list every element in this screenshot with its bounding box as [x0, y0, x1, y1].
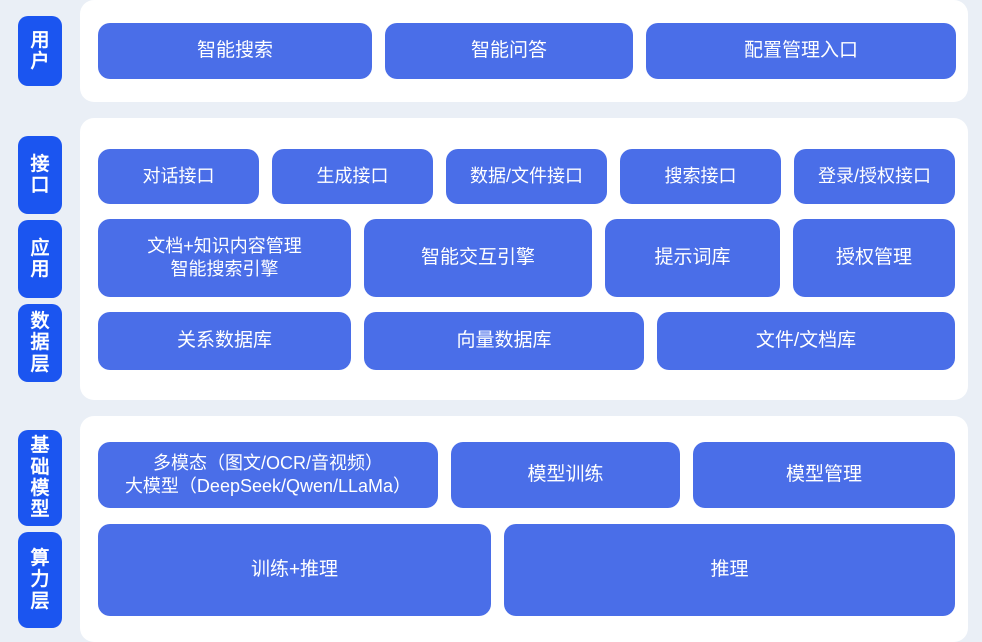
- band-middle: 接口 应用 数据层 对话接口 生成接口 数据/文件接口 搜索接口 登录/授权接口…: [0, 118, 982, 400]
- label-char: 力: [30, 569, 50, 591]
- band-middle-labels: 接口 应用 数据层: [18, 118, 62, 400]
- row-compute: 训练+推理 推理: [98, 524, 955, 616]
- layer-label-compute[interactable]: 算力层: [18, 532, 62, 628]
- label-char: 型: [30, 499, 50, 521]
- label-char: 接: [30, 153, 50, 175]
- label-char: 层: [30, 590, 50, 612]
- layer-label-data[interactable]: 数据层: [18, 304, 62, 382]
- row-user-entries: 智能搜索 智能问答 配置管理入口: [98, 23, 956, 79]
- box-vector-database[interactable]: 向量数据库: [364, 311, 644, 370]
- layer-label-interface[interactable]: 接口: [18, 136, 62, 214]
- layer-label-user[interactable]: 用户: [18, 16, 62, 86]
- band-user-rows: 智能搜索 智能问答 配置管理入口: [98, 0, 956, 102]
- box-file-document-store[interactable]: 文件/文档库: [657, 311, 955, 370]
- label-char: 用: [30, 259, 50, 280]
- band-base-labels: 基础模型 算力层: [18, 416, 62, 642]
- label-char: 模: [30, 478, 50, 499]
- box-intelligent-search[interactable]: 智能搜索: [98, 23, 372, 79]
- label-char: 层: [30, 353, 50, 375]
- band-base: 基础模型 算力层 多模态（图文/OCR/音视频） 大模型（DeepSeek/Qw…: [0, 416, 982, 642]
- label-char: 口: [30, 175, 50, 196]
- box-model-management[interactable]: 模型管理: [693, 442, 955, 508]
- box-config-management-entry[interactable]: 配置管理入口: [646, 23, 956, 79]
- box-relational-database[interactable]: 关系数据库: [98, 311, 351, 370]
- label-char: 应: [30, 237, 50, 259]
- row-data: 关系数据库 向量数据库 文件/文档库: [98, 311, 955, 370]
- label-char: 算: [30, 548, 50, 570]
- layer-label-foundation-model[interactable]: 基础模型: [18, 430, 62, 526]
- row-interface: 对话接口 生成接口 数据/文件接口 搜索接口 登录/授权接口: [98, 148, 955, 204]
- label-char: 用: [30, 29, 50, 51]
- box-generation-api[interactable]: 生成接口: [272, 148, 433, 204]
- label-char: 础: [30, 456, 50, 478]
- box-model-training[interactable]: 模型训练: [451, 442, 680, 508]
- row-model: 多模态（图文/OCR/音视频） 大模型（DeepSeek/Qwen/LLaMa）…: [98, 442, 955, 508]
- box-training-inference[interactable]: 训练+推理: [98, 524, 491, 616]
- box-prompt-library[interactable]: 提示词库: [605, 218, 780, 297]
- band-user-labels: 用户: [18, 0, 62, 102]
- box-intelligent-qa[interactable]: 智能问答: [385, 23, 633, 79]
- box-inference[interactable]: 推理: [504, 524, 955, 616]
- box-login-auth-api[interactable]: 登录/授权接口: [794, 148, 955, 204]
- band-middle-rows: 对话接口 生成接口 数据/文件接口 搜索接口 登录/授权接口 文档+知识内容管理…: [98, 118, 955, 400]
- box-search-api[interactable]: 搜索接口: [620, 148, 781, 204]
- label-char: 户: [30, 51, 50, 72]
- box-doc-knowledge-management[interactable]: 文档+知识内容管理 智能搜索引擎: [98, 218, 351, 297]
- box-multimodal-large-model[interactable]: 多模态（图文/OCR/音视频） 大模型（DeepSeek/Qwen/LLaMa）: [98, 442, 438, 508]
- label-char: 数: [30, 311, 50, 333]
- box-interactive-engine[interactable]: 智能交互引擎: [364, 218, 592, 297]
- band-user: 用户 智能搜索 智能问答 配置管理入口: [0, 0, 982, 102]
- row-application: 文档+知识内容管理 智能搜索引擎 智能交互引擎 提示词库 授权管理: [98, 218, 955, 297]
- label-char: 据: [30, 332, 50, 354]
- layer-label-application[interactable]: 应用: [18, 220, 62, 298]
- label-char: 基: [30, 435, 50, 457]
- box-data-file-api[interactable]: 数据/文件接口: [446, 148, 607, 204]
- box-authorization-management[interactable]: 授权管理: [793, 218, 955, 297]
- box-dialog-api[interactable]: 对话接口: [98, 148, 259, 204]
- band-base-rows: 多模态（图文/OCR/音视频） 大模型（DeepSeek/Qwen/LLaMa）…: [98, 416, 955, 642]
